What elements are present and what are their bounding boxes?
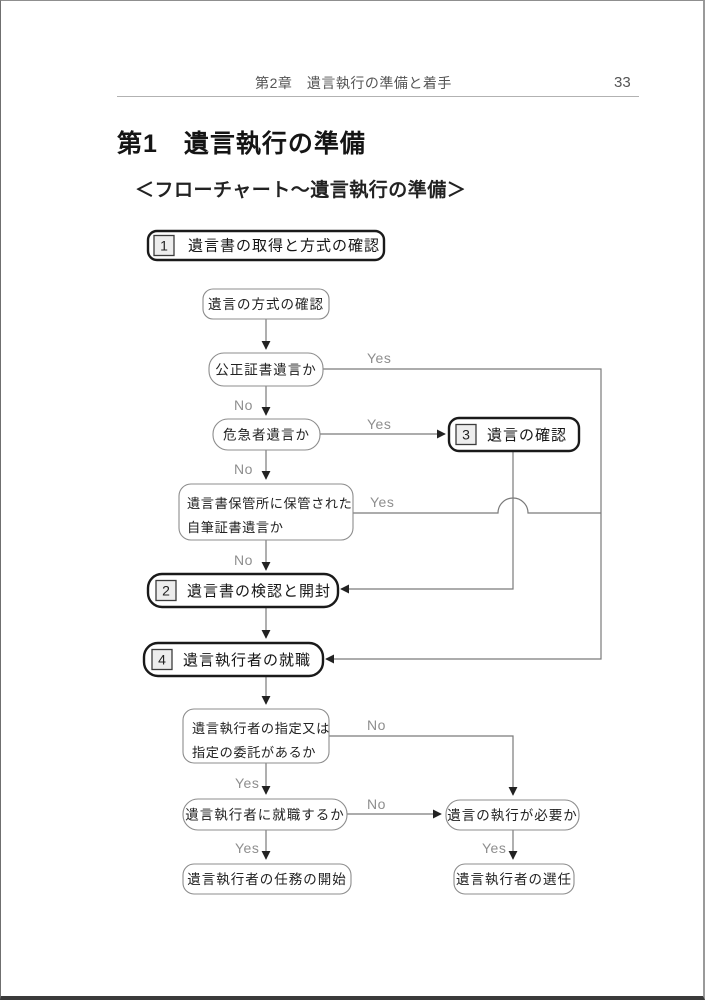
- line-notarized-yes: [323, 368, 602, 664]
- node-exec-needed: 遺言の執行が必要か: [445, 799, 580, 831]
- label-no-assume: No: [367, 796, 386, 812]
- step2-number-square: [155, 579, 177, 602]
- step3-number: 3: [462, 427, 470, 443]
- node-will-assume: 遺言執行者に就職するか: [182, 798, 348, 831]
- step3-box: [447, 416, 581, 453]
- method-check-label: 遺言の方式の確認: [208, 297, 324, 312]
- appoint-label: 遺言執行者の選任: [456, 872, 572, 887]
- is-emergency-label: 危急者遺言か: [223, 428, 310, 443]
- node-designation: 遺言執行者の指定又は 指定の委託があるか: [182, 708, 330, 764]
- header-rule: [117, 96, 639, 97]
- is-notarized-label: 公正証書遺言か: [215, 363, 317, 378]
- step4-box: [142, 641, 325, 678]
- label-no-designation: No: [367, 717, 386, 733]
- label-yes-emergency: Yes: [367, 416, 391, 432]
- step4-number-square: [151, 648, 173, 671]
- flow-connectors: [261, 319, 602, 860]
- stored-will-line1: 遺言書保管所に保管された: [187, 496, 352, 511]
- step1-number: 1: [160, 238, 168, 254]
- step2-label: 遺言書の検認と開封: [187, 583, 331, 600]
- step2-number: 2: [162, 583, 170, 599]
- step4-label: 遺言執行者の就職: [183, 652, 311, 669]
- step1-box: [146, 229, 386, 262]
- node-stored-will: 遺言書保管所に保管された 自筆証書遺言か: [178, 483, 354, 541]
- label-no-notarized: No: [234, 397, 253, 413]
- page-number: 33: [614, 74, 631, 91]
- node-duties-start: 遺言執行者の任務の開始: [182, 863, 352, 895]
- will-assume-label: 遺言執行者に就職するか: [185, 808, 345, 823]
- designation-line1: 遺言執行者の指定又は: [192, 721, 330, 736]
- step4-number: 4: [158, 652, 166, 668]
- stored-will-line2: 自筆証書遺言か: [187, 520, 284, 535]
- label-yes-stored: Yes: [370, 494, 394, 510]
- duties-start-label: 遺言執行者の任務の開始: [187, 872, 347, 887]
- node-step1-heading: 1 遺言書の取得と方式の確認: [146, 229, 386, 262]
- designation-line2: 指定の委託があるか: [192, 745, 316, 760]
- line-designation-no: [329, 735, 518, 796]
- label-no-emergency: No: [234, 461, 253, 477]
- branch-labels: Yes No Yes No Yes No No Yes No Yes Yes: [234, 350, 506, 856]
- node-method-check: 遺言の方式の確認: [202, 288, 330, 320]
- label-yes-designation: Yes: [235, 775, 259, 791]
- step3-number-square: [455, 423, 477, 446]
- label-yes-notarized: Yes: [367, 350, 391, 366]
- step1-number-square: [153, 234, 175, 257]
- node-step3: 3 遺言の確認: [447, 416, 581, 453]
- node-appoint: 遺言執行者の選任: [453, 863, 575, 895]
- line-step3-to-step2: [340, 451, 514, 594]
- node-is-emergency: 危急者遺言か: [212, 418, 321, 451]
- section-title: 第1 遺言執行の準備: [117, 130, 366, 158]
- node-step4: 4 遺言執行者の就職: [142, 641, 325, 678]
- label-no-stored: No: [234, 552, 253, 568]
- step1-label: 遺言書の取得と方式の確認: [188, 238, 380, 255]
- flowchart-title: ＜フローチャート～遺言執行の準備＞: [135, 180, 467, 201]
- label-yes-exec: Yes: [482, 840, 506, 856]
- step3-label: 遺言の確認: [487, 427, 567, 444]
- label-yes-assume: Yes: [235, 840, 259, 856]
- exec-needed-label: 遺言の執行が必要か: [447, 808, 578, 823]
- line-stored-yes-hop: [353, 497, 601, 514]
- step2-box: [146, 572, 340, 609]
- node-is-notarized: 公正証書遺言か: [208, 352, 324, 387]
- node-step2: 2 遺言書の検認と開封: [146, 572, 340, 609]
- running-header: 第2章 遺言執行の準備と着手: [255, 75, 452, 91]
